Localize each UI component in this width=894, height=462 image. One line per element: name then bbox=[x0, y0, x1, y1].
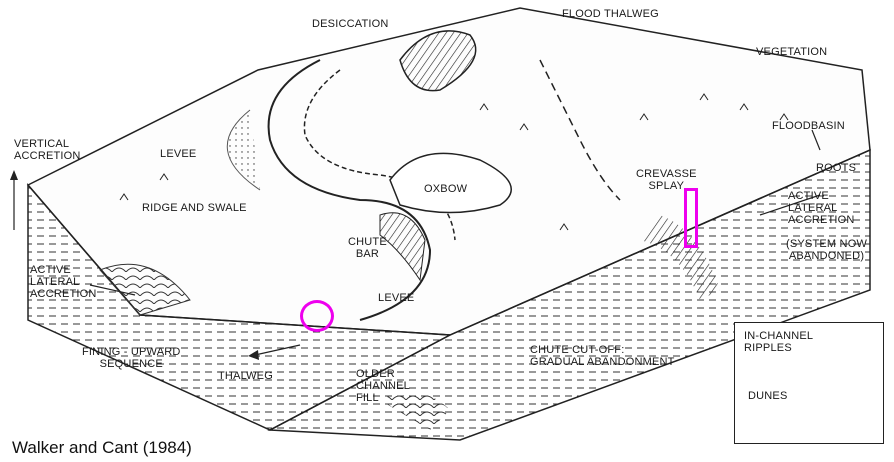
label-thalweg: THALWEG bbox=[218, 370, 273, 382]
credit-caption: Walker and Cant (1984) bbox=[12, 438, 192, 458]
label-flood-thalweg: FLOOD THALWEG bbox=[562, 8, 659, 20]
label-ridge-and-swale: RIDGE AND SWALE bbox=[142, 202, 247, 214]
label-chute-cutoff: CHUTE CUT-OFF: GRADUAL ABANDONMENT bbox=[530, 344, 675, 368]
label-active-lateral-accretion-left: ACTIVE LATERAL ACCRETION bbox=[30, 264, 97, 300]
label-levee-bottom: LEVEE bbox=[378, 292, 414, 304]
label-active-lateral-accretion-right: ACTIVE LATERAL ACCRETION bbox=[788, 190, 855, 226]
highlight-circle bbox=[300, 300, 334, 332]
label-older-channel-fill: OLDER CHANNEL FILL bbox=[356, 368, 410, 404]
key-dunes: DUNES bbox=[748, 390, 788, 402]
label-desiccation: DESICCATION bbox=[312, 18, 389, 30]
label-oxbow: OXBOW bbox=[424, 183, 467, 195]
highlight-rectangle bbox=[684, 188, 698, 248]
label-roots: ROOTS bbox=[816, 162, 856, 174]
label-vegetation: VEGETATION bbox=[756, 46, 827, 58]
label-vertical-accretion: VERTICAL ACCRETION bbox=[14, 138, 81, 162]
label-chute-bar: CHUTE BAR bbox=[348, 236, 387, 260]
label-floodbasin: FLOODBASIN bbox=[772, 120, 845, 132]
key-in-channel-ripples: IN-CHANNEL RIPPLES bbox=[744, 330, 813, 354]
label-fining-upward-sequence: FINING - UPWARD SEQUENCE bbox=[82, 346, 181, 370]
label-crevasse-splay: CREVASSE SPLAY bbox=[636, 168, 697, 192]
label-system-now-abandoned: (SYSTEM NOW ABANDONED) bbox=[786, 238, 867, 262]
label-levee-top: LEVEE bbox=[160, 148, 196, 160]
